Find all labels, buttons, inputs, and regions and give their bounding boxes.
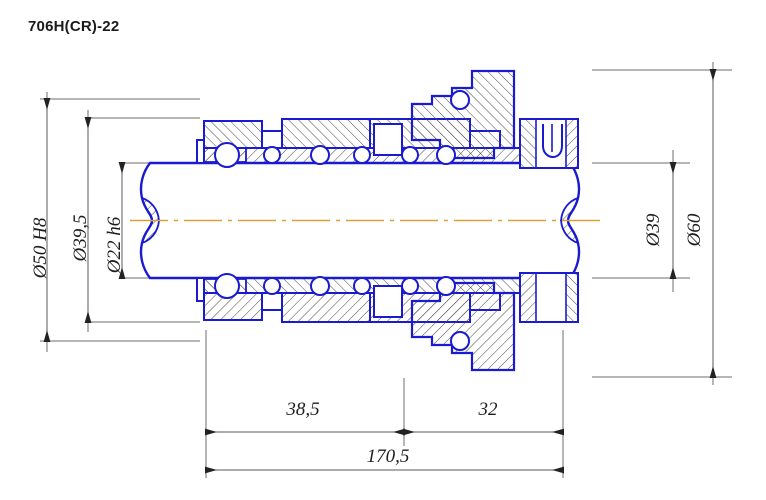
page-title: 706H(CR)-22 — [28, 18, 120, 35]
assembly-lower-half — [196, 272, 579, 372]
dim-label-d39: Ø39 — [643, 213, 664, 247]
dim-label-32: 32 — [478, 399, 499, 420]
dim-label-385: 38,5 — [285, 399, 319, 420]
dim-label-d50-h8: Ø50 H8 — [30, 217, 51, 279]
dimension-lines-left — [43, 98, 126, 342]
dim-label-d22-h6: Ø22 h6 — [104, 216, 125, 274]
dim-label-d395: Ø39,5 — [70, 215, 91, 263]
dim-label-1705: 170,5 — [367, 446, 410, 467]
dim-label-d60: Ø60 — [684, 213, 705, 247]
dimension-lines-right — [669, 69, 717, 378]
dimension-lines-bottom — [205, 428, 564, 474]
seal-assembly-geometry — [130, 69, 600, 372]
assembly-upper-half — [196, 69, 579, 169]
